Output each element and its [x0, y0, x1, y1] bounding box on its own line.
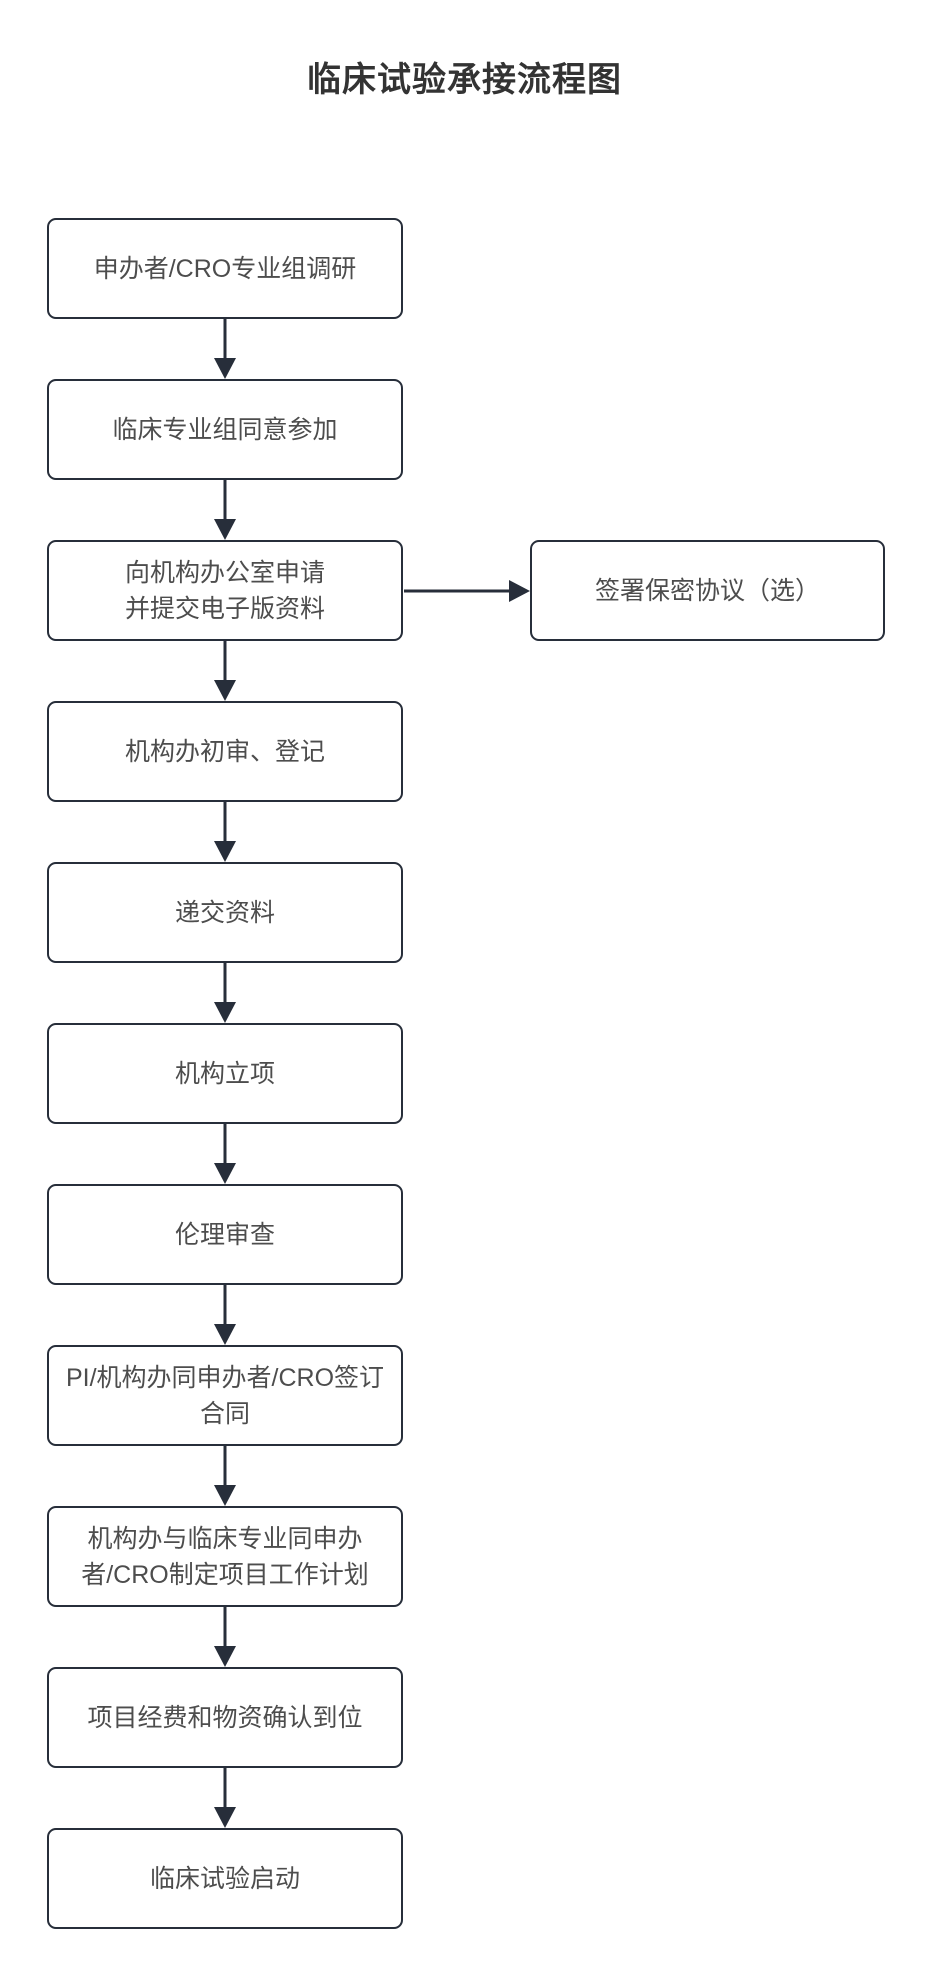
- arrow-down-icon: [212, 480, 238, 540]
- flow-step-1: 申办者/CRO专业组调研: [47, 218, 403, 319]
- flow-step-2: 临床专业组同意参加: [47, 379, 403, 480]
- flow-step-9: 机构办与临床专业同申办 者/CRO制定项目工作计划: [47, 1506, 403, 1607]
- flow-step-label: 机构立项: [174, 1059, 275, 1088]
- arrow-down-icon: [212, 1124, 238, 1184]
- flow-step-5: 递交资料: [47, 862, 403, 963]
- flow-step-6: 机构立项: [47, 1023, 403, 1124]
- flow-step-label: 向机构办公室申请 并提交电子版资料: [124, 558, 325, 623]
- arrow-right-icon: [404, 580, 530, 602]
- flow-step-3: 向机构办公室申请 并提交电子版资料: [47, 540, 403, 641]
- arrow-down-icon: [212, 1285, 238, 1345]
- flow-step-label: 递交资料: [174, 898, 275, 927]
- flow-step-10: 项目经费和物资确认到位: [47, 1667, 403, 1768]
- flow-step-branch-nda: 签署保密协议（选）: [530, 540, 885, 641]
- flow-step-8: PI/机构办同申办者/CRO签订 合同: [47, 1345, 403, 1446]
- flow-step-label: 签署保密协议（选）: [594, 576, 820, 605]
- flow-step-label: 临床试验启动: [149, 1864, 300, 1893]
- flow-step-label: 伦理审查: [174, 1220, 275, 1249]
- flow-step-4: 机构办初审、登记: [47, 701, 403, 802]
- arrow-down-icon: [212, 963, 238, 1023]
- flow-step-label: 项目经费和物资确认到位: [87, 1703, 363, 1732]
- flow-step-11: 临床试验启动: [47, 1828, 403, 1929]
- arrow-down-icon: [212, 641, 238, 701]
- arrow-down-icon: [212, 1446, 238, 1506]
- arrow-down-icon: [212, 1607, 238, 1667]
- flow-step-label: 机构办与临床专业同申办 者/CRO制定项目工作计划: [81, 1524, 369, 1589]
- arrow-down-icon: [212, 802, 238, 862]
- flow-step-label: PI/机构办同申办者/CRO签订 合同: [65, 1363, 385, 1428]
- diagram-title: 临床试验承接流程图: [307, 61, 622, 99]
- arrow-down-icon: [212, 1768, 238, 1828]
- flow-step-label: 申办者/CRO专业组调研: [93, 254, 357, 283]
- flow-step-label: 机构办初审、登记: [124, 737, 325, 766]
- arrow-down-icon: [212, 319, 238, 379]
- flow-step-7: 伦理审查: [47, 1184, 403, 1285]
- flow-step-label: 临床专业组同意参加: [112, 415, 338, 444]
